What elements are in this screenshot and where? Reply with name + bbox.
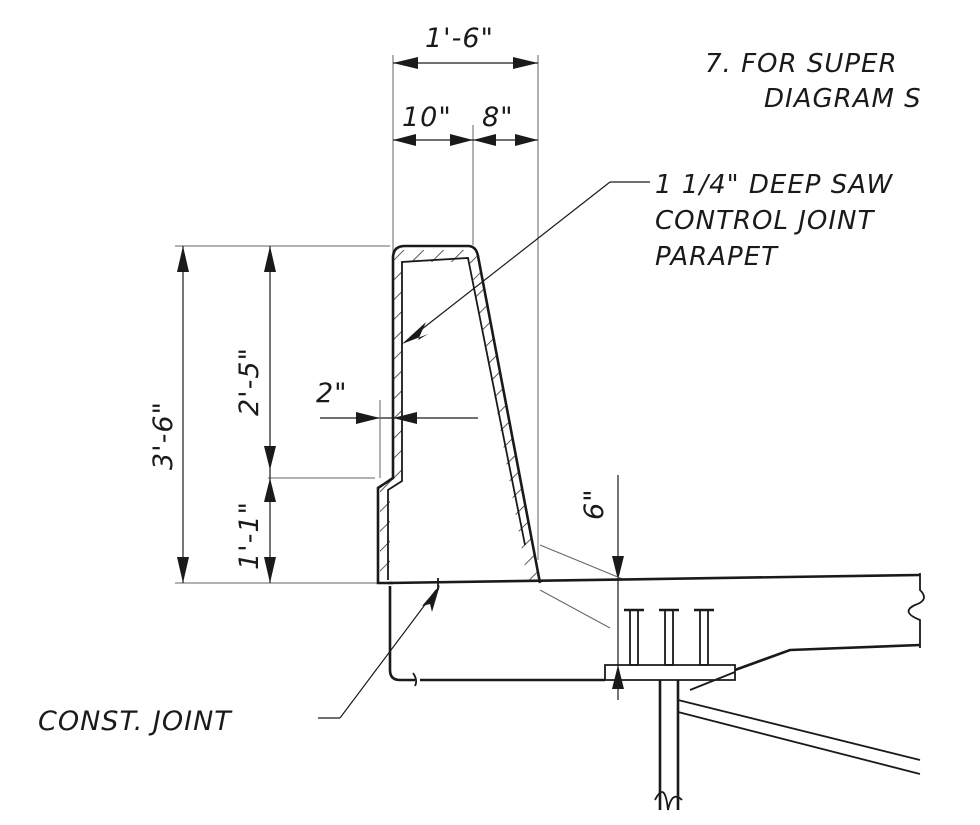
label-height-total: 3'-6" xyxy=(148,401,179,470)
label-width-outer: 8" xyxy=(482,102,514,133)
note-7-line2: DIAGRAM S xyxy=(764,84,922,114)
parapet-body xyxy=(376,244,542,585)
note-saw-cut-line1: 1 1/4" DEEP SAW xyxy=(655,170,894,200)
leader-const-joint xyxy=(318,585,440,719)
label-upper-face: 2'-5" xyxy=(234,347,265,416)
shear-studs xyxy=(624,608,714,666)
note-7-line1: 7. FOR SUPER xyxy=(705,49,898,79)
label-width-total: 1'-6" xyxy=(425,23,494,54)
note-saw-cut-line3: PARAPET xyxy=(655,242,779,272)
dim-height-total xyxy=(177,246,189,583)
note-const-joint: CONST. JOINT xyxy=(38,706,233,737)
girder xyxy=(654,671,921,811)
label-face-step: 2" xyxy=(316,378,348,409)
dim-width-parts xyxy=(393,134,538,146)
dim-height-parts xyxy=(264,246,276,583)
label-lower-face: 1'-1" xyxy=(234,501,265,570)
deck-slab xyxy=(387,573,925,687)
leader-saw-cut xyxy=(402,181,650,344)
dim-slab xyxy=(539,475,626,700)
extension-lines xyxy=(175,55,539,584)
dim-width-total xyxy=(393,57,538,69)
label-slab: 6" xyxy=(579,488,610,520)
note-saw-cut-line2: CONTROL JOINT xyxy=(655,206,875,236)
label-width-inner: 10" xyxy=(402,102,452,133)
